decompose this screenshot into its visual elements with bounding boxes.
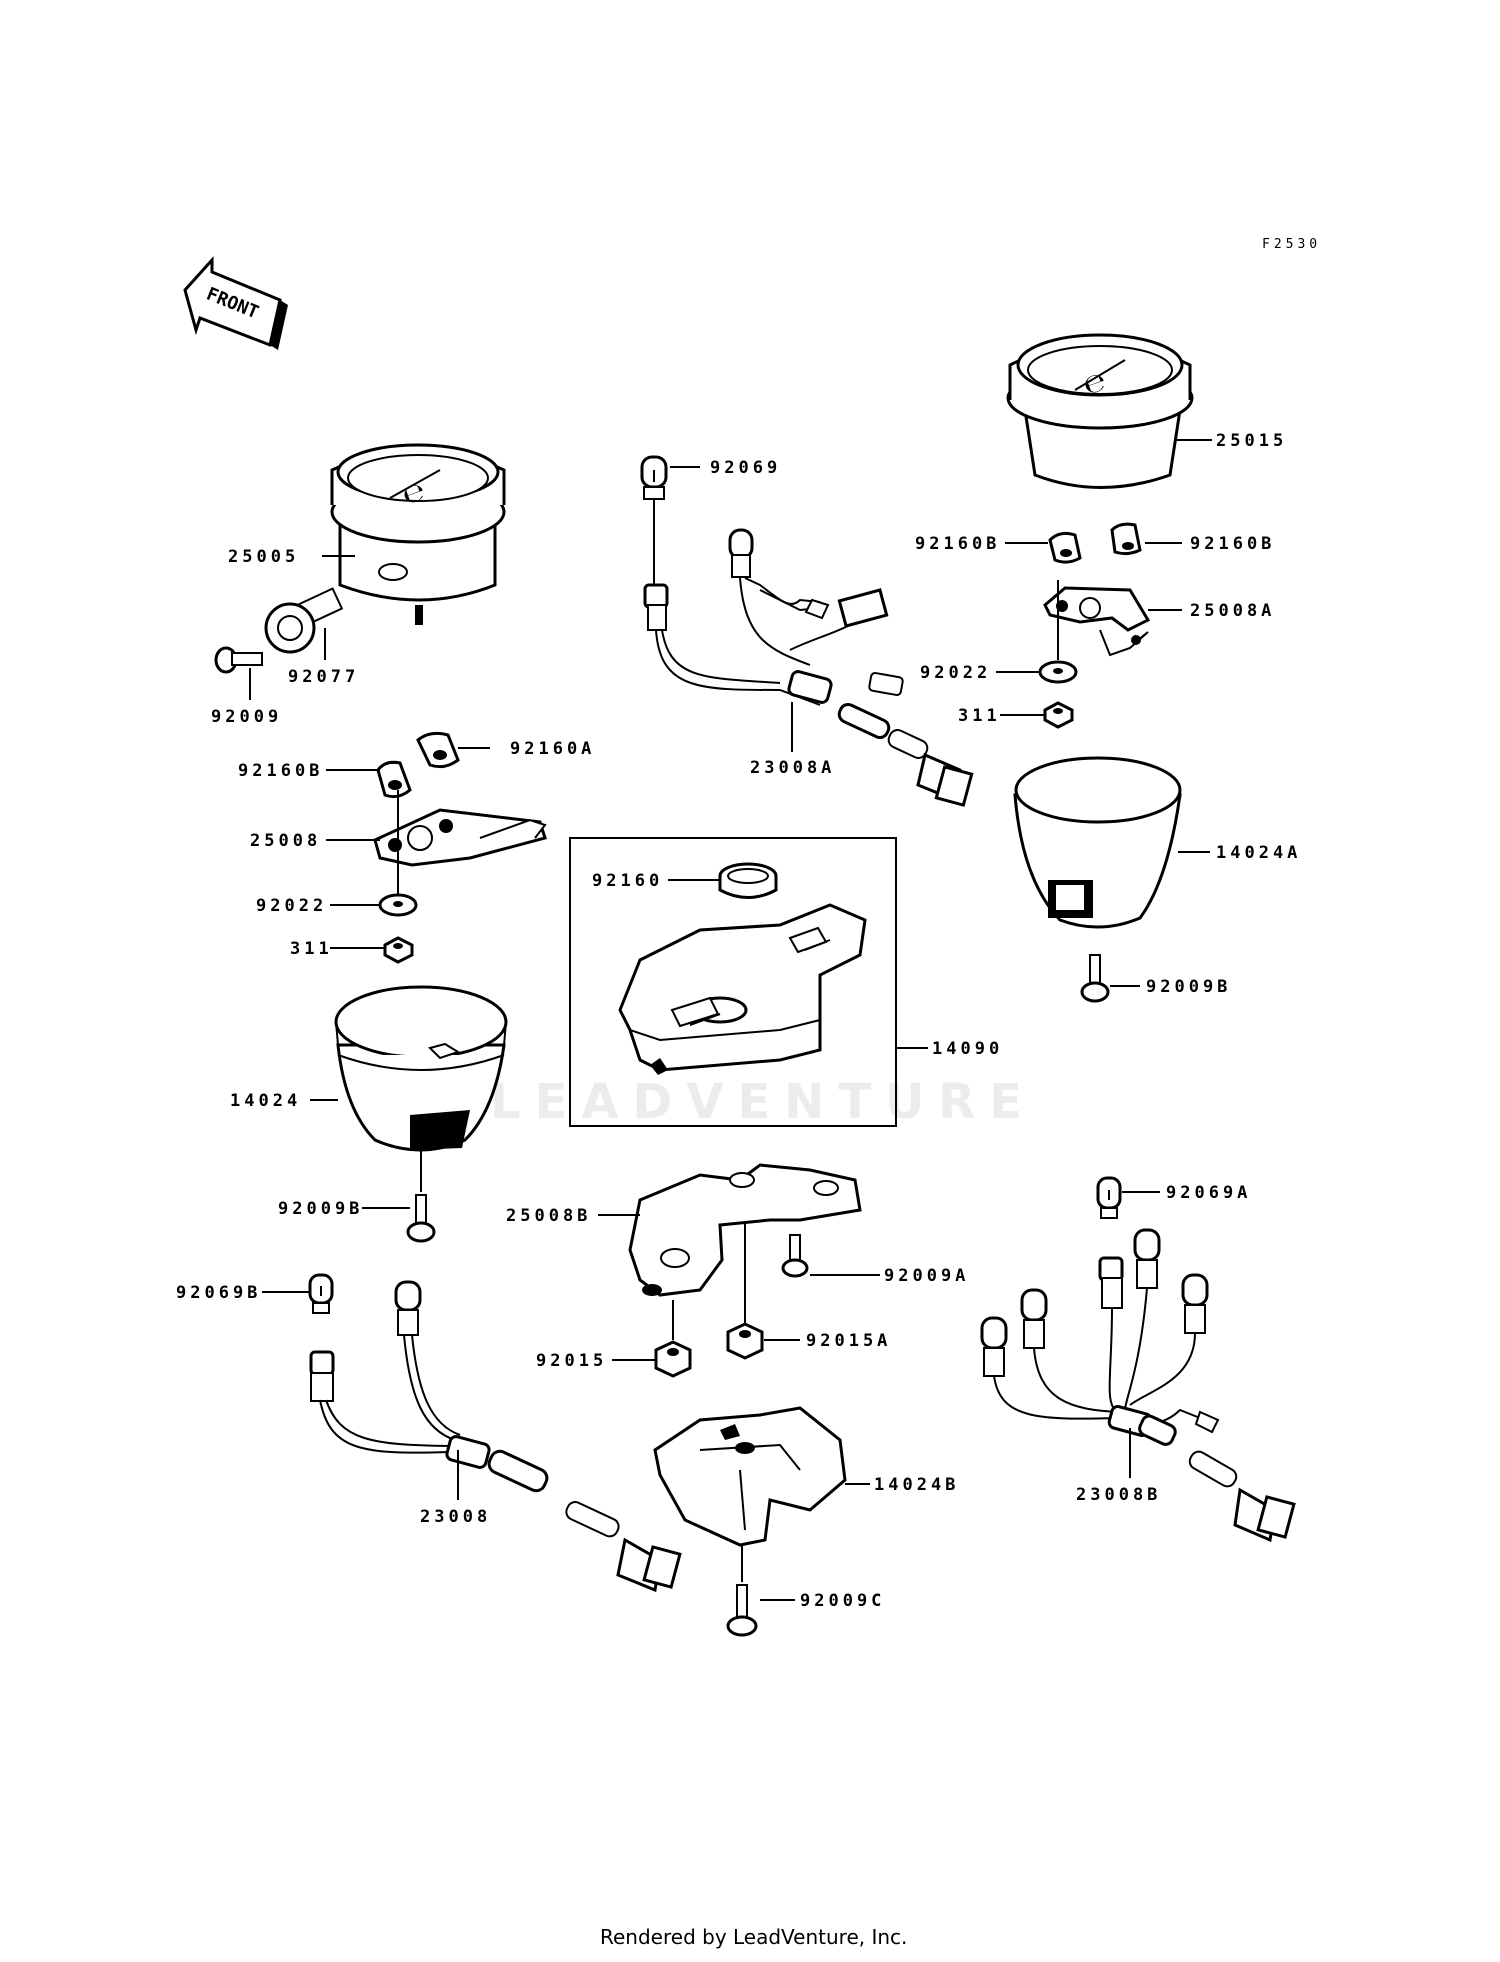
label-92015A: 92015A xyxy=(806,1331,891,1351)
watermark: LEADVENTURE xyxy=(490,1074,1036,1130)
nut-92015A xyxy=(726,1322,764,1360)
label-92160B-right-1: 92160B xyxy=(915,534,1000,554)
screw-92009C xyxy=(726,1584,758,1637)
label-25008B: 25008B xyxy=(506,1206,591,1226)
label-25005: 25005 xyxy=(228,547,299,567)
label-92069B: 92069B xyxy=(176,1283,261,1303)
leader-lines xyxy=(249,439,1212,1601)
screw-92009A xyxy=(781,1234,809,1278)
label-92009: 92009 xyxy=(211,707,282,727)
right-meter-cover xyxy=(1013,756,1182,929)
label-92022-left: 92022 xyxy=(256,896,327,916)
label-14090: 14090 xyxy=(932,1039,1003,1059)
label-92009B-left: 92009B xyxy=(278,1199,363,1219)
cover-14024B xyxy=(653,1406,847,1547)
label-92022-right: 92022 xyxy=(920,663,991,683)
bulb-92069A xyxy=(1096,1176,1122,1219)
label-92160B-left: 92160B xyxy=(238,761,323,781)
footer-credit: Rendered by LeadVenture, Inc. xyxy=(600,1925,907,1949)
figure-code: F2530 xyxy=(1262,237,1321,252)
label-92009C: 92009C xyxy=(800,1591,885,1611)
wire-harness-23008 xyxy=(309,1280,682,1593)
right-cover-screw xyxy=(1080,954,1110,1003)
label-92015: 92015 xyxy=(536,1351,607,1371)
label-14024A: 14024A xyxy=(1216,843,1301,863)
label-92160B-right-2: 92160B xyxy=(1190,534,1275,554)
tachometer-part: ℮ xyxy=(1006,333,1194,489)
wire-harness-23008A xyxy=(643,528,974,807)
right-meter-bracket xyxy=(1043,522,1151,657)
nut-92015 xyxy=(654,1300,692,1378)
bulb-92069 xyxy=(640,455,668,500)
bracket-25008B xyxy=(628,1163,862,1297)
label-14024B: 14024B xyxy=(874,1475,959,1495)
ring-92160 xyxy=(718,862,778,899)
meter-housing-14090 xyxy=(618,903,867,1075)
label-92009B-right: 92009B xyxy=(1146,977,1231,997)
label-25015: 25015 xyxy=(1216,431,1287,451)
label-92160: 92160 xyxy=(592,871,663,891)
label-23008A: 23008A xyxy=(750,758,835,778)
label-311-left: 311 xyxy=(290,939,333,959)
right-washer xyxy=(1038,660,1078,684)
left-meter-bracket xyxy=(373,731,547,867)
label-92077: 92077 xyxy=(288,667,359,687)
label-25008A: 25008A xyxy=(1190,601,1275,621)
screw-part xyxy=(214,646,263,674)
left-nut xyxy=(383,936,414,964)
left-washer xyxy=(378,893,418,917)
inset-box xyxy=(569,837,897,1127)
drive-gear-part xyxy=(264,587,344,654)
front-arrow-icon: FRONT xyxy=(183,256,288,350)
label-311-right: 311 xyxy=(958,706,1001,726)
bulb-92069B xyxy=(308,1273,334,1314)
left-cover-screw xyxy=(406,1194,436,1243)
label-92009A: 92009A xyxy=(884,1266,969,1286)
left-meter-cover xyxy=(334,985,508,1152)
wire-harness-23008B xyxy=(980,1228,1296,1543)
label-25008: 25008 xyxy=(250,831,321,851)
label-92069A: 92069A xyxy=(1166,1183,1251,1203)
label-23008: 23008 xyxy=(420,1507,491,1527)
label-23008B: 23008B xyxy=(1076,1485,1161,1505)
label-92069: 92069 xyxy=(710,458,781,478)
right-nut xyxy=(1043,701,1074,729)
speedometer-part: ℮ xyxy=(330,443,506,625)
label-14024: 14024 xyxy=(230,1091,301,1111)
label-92160A: 92160A xyxy=(510,739,595,759)
